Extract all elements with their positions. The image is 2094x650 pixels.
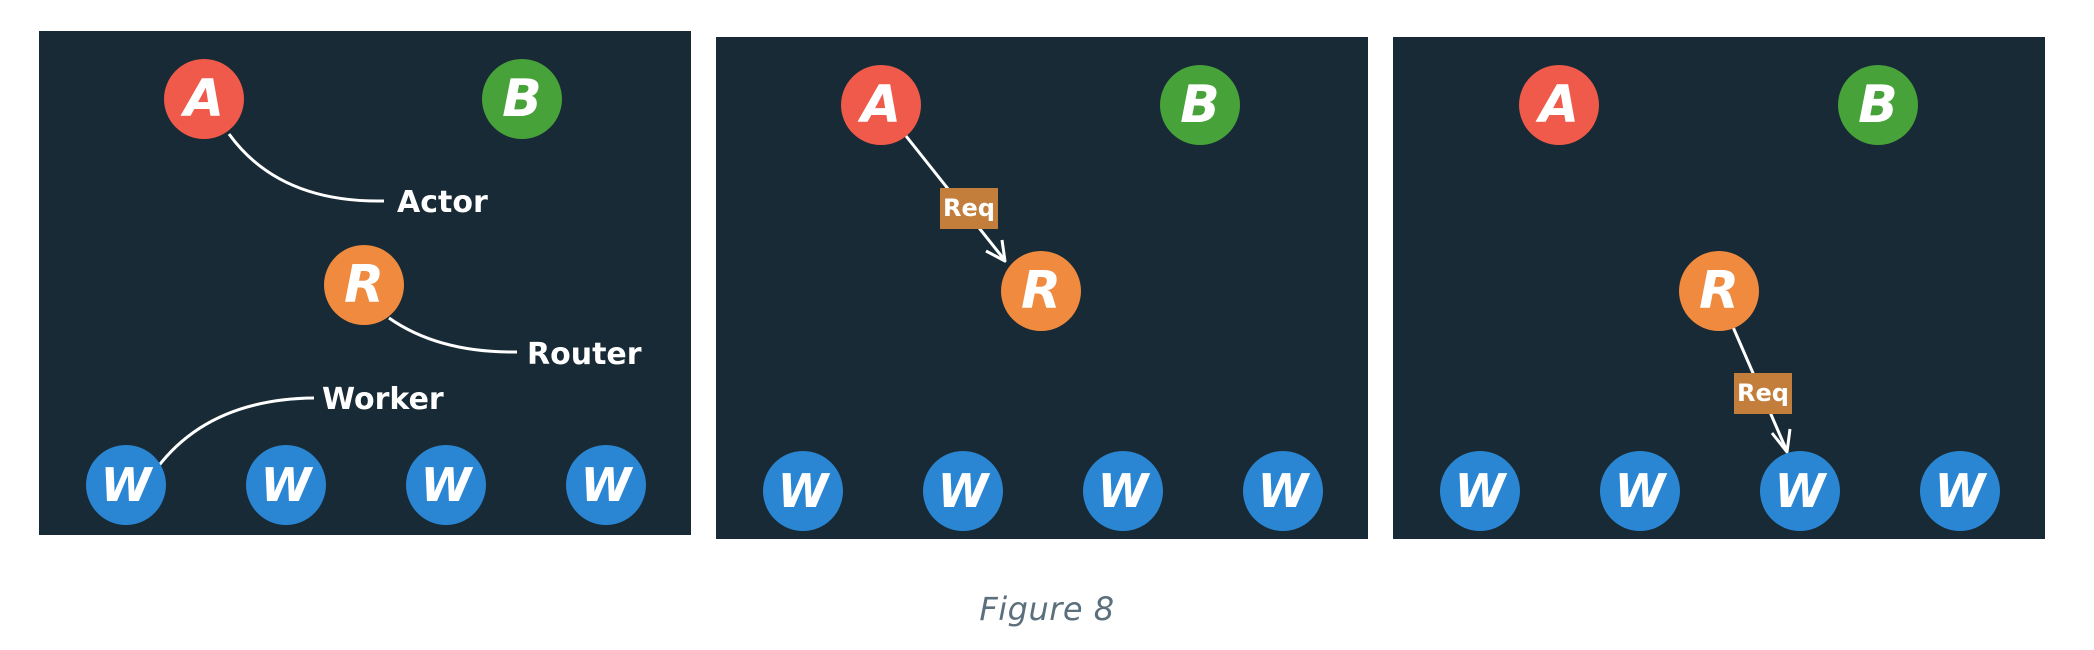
worker-letter: W [1455,464,1508,518]
actor-b-letter: B [502,69,542,129]
worker-node: W [1440,451,1520,531]
request-arrowhead [985,239,1007,263]
router-letter: R [1021,261,1061,321]
worker-letter: W [421,458,474,512]
worker-pointer-line [155,396,315,469]
router-node: R [1679,251,1759,331]
req-box: Req [940,188,998,229]
router-node: R [324,245,404,325]
worker-letter: W [1098,464,1151,518]
request-to-worker-diagram: A B R W W W W Req [1440,65,2000,531]
actor-b-node: B [1838,65,1918,145]
worker-letter: W [1775,464,1828,518]
worker-node: W [246,445,326,525]
worker-node: W [566,445,646,525]
worker-node: W [1600,451,1680,531]
req-label: Req [1737,379,1789,407]
worker-letter: W [101,458,154,512]
worker-letter: W [778,464,831,518]
actor-b-letter: B [1858,75,1898,135]
worker-letter: W [1935,464,1988,518]
actor-a-node: A [164,59,244,139]
worker-letter: W [1615,464,1668,518]
router-node: R [1001,251,1081,331]
diagram-panel-legend: A B R W W W W Actor Router Worker [39,31,691,535]
diagram-panel-request-to-worker: A B R W W W W Req [1393,37,2045,539]
worker-node: W [1920,451,2000,531]
actor-a-letter: A [180,69,224,129]
actor-b-letter: B [1180,75,1220,135]
worker-node: W [763,451,843,531]
worker-node-target: W [1760,451,1840,531]
req-box: Req [1734,373,1792,414]
worker-letter: W [261,458,314,512]
worker-letter: W [938,464,991,518]
worker-node: W [923,451,1003,531]
actor-label: Actor [397,185,488,220]
worker-node: W [1083,451,1163,531]
actor-pointer-line [227,133,385,203]
actor-a-letter: A [1535,75,1579,135]
actor-a-letter: A [857,75,901,135]
worker-node: W [86,445,166,525]
worker-label: Worker [322,382,444,417]
router-label: Router [527,337,642,372]
worker-node: W [1243,451,1323,531]
worker-node: W [406,445,486,525]
actor-b-node: B [1160,65,1240,145]
router-pointer-line [388,316,518,354]
router-letter: R [1699,261,1739,321]
forward-arrowhead [1770,428,1792,454]
worker-letter: W [581,458,634,512]
actor-b-node: B [482,59,562,139]
figure-caption: Figure 8 [979,590,1115,628]
worker-letter: W [1258,464,1311,518]
actor-a-node: A [841,65,921,145]
router-letter: R [344,255,384,315]
legend-diagram: A B R W W W W Actor Router Worker [86,59,646,525]
actor-a-node: A [1519,65,1599,145]
request-to-router-diagram: A B R W W W W Req [763,65,1323,531]
req-label: Req [943,194,995,222]
diagram-panel-request-to-router: A B R W W W W Req [716,37,1368,539]
